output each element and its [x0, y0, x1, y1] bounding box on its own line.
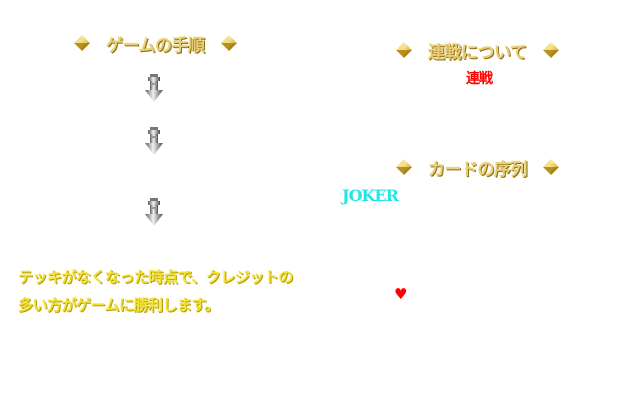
gold-diamond-icon	[396, 159, 412, 175]
heading-game-steps-text: ゲームの手順	[106, 35, 205, 56]
renzen-link[interactable]: 連戦	[466, 71, 493, 87]
gold-diamond-icon	[74, 35, 90, 51]
arrow-down-icon	[145, 74, 163, 102]
gold-diamond-icon	[220, 35, 237, 51]
gold-diamond-icon	[396, 42, 412, 58]
win-condition-text-line-2: 多い方がゲームに勝利します。	[18, 296, 220, 314]
gold-diamond-icon	[543, 159, 559, 175]
gold-diamond-icon	[542, 42, 559, 58]
joker-label: JOKER	[342, 186, 399, 205]
heading-renzen: 連戦について	[396, 37, 559, 63]
heading-game-steps: ゲームの手順	[74, 30, 237, 56]
heading-renzen-text: 連戦について	[428, 42, 527, 63]
arrow-down-icon	[145, 127, 163, 155]
heading-card-order-text: カードの序列	[428, 159, 528, 180]
win-condition-text-line-1: テッキがなくなった時点で、クレジットの	[18, 268, 293, 286]
heading-card-order: カードの序列	[396, 154, 559, 180]
arrow-down-icon	[145, 198, 163, 226]
heart-suit-icon: ♥	[394, 285, 408, 303]
